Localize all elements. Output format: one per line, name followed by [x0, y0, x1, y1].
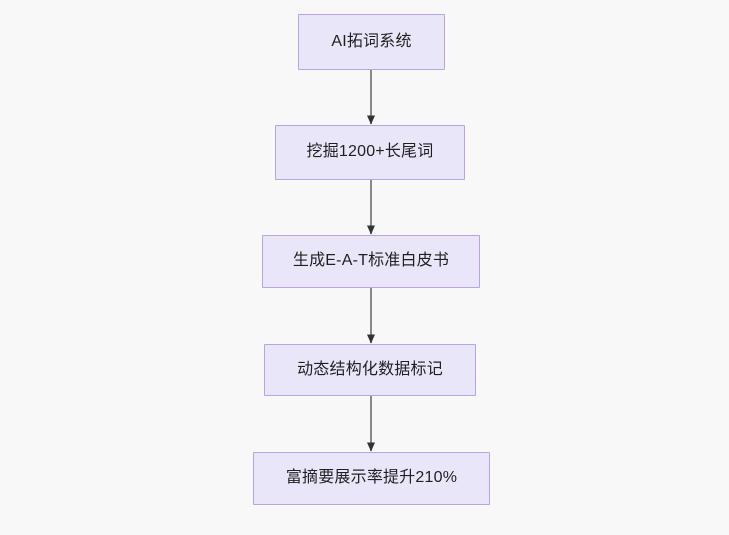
flow-node-generate-eat-whitepaper[interactable]: 生成E-A-T标准白皮书 [262, 235, 480, 288]
flow-node-label: 生成E-A-T标准白皮书 [292, 252, 450, 270]
flow-node-ai-keyword-system[interactable]: AI拓词系统 [298, 14, 445, 70]
flow-node-mine-longtail-keywords[interactable]: 挖掘1200+长尾词 [275, 125, 465, 180]
flow-node-rich-snippet-impression-uplift[interactable]: 富摘要展示率提升210% [253, 452, 490, 505]
flow-node-label: 挖掘1200+长尾词 [306, 143, 434, 161]
flow-node-label: 富摘要展示率提升210% [285, 469, 458, 487]
flow-node-label: AI拓词系统 [331, 32, 412, 50]
flow-node-dynamic-structured-data-markup[interactable]: 动态结构化数据标记 [264, 344, 476, 396]
flow-node-label: 动态结构化数据标记 [297, 360, 443, 378]
